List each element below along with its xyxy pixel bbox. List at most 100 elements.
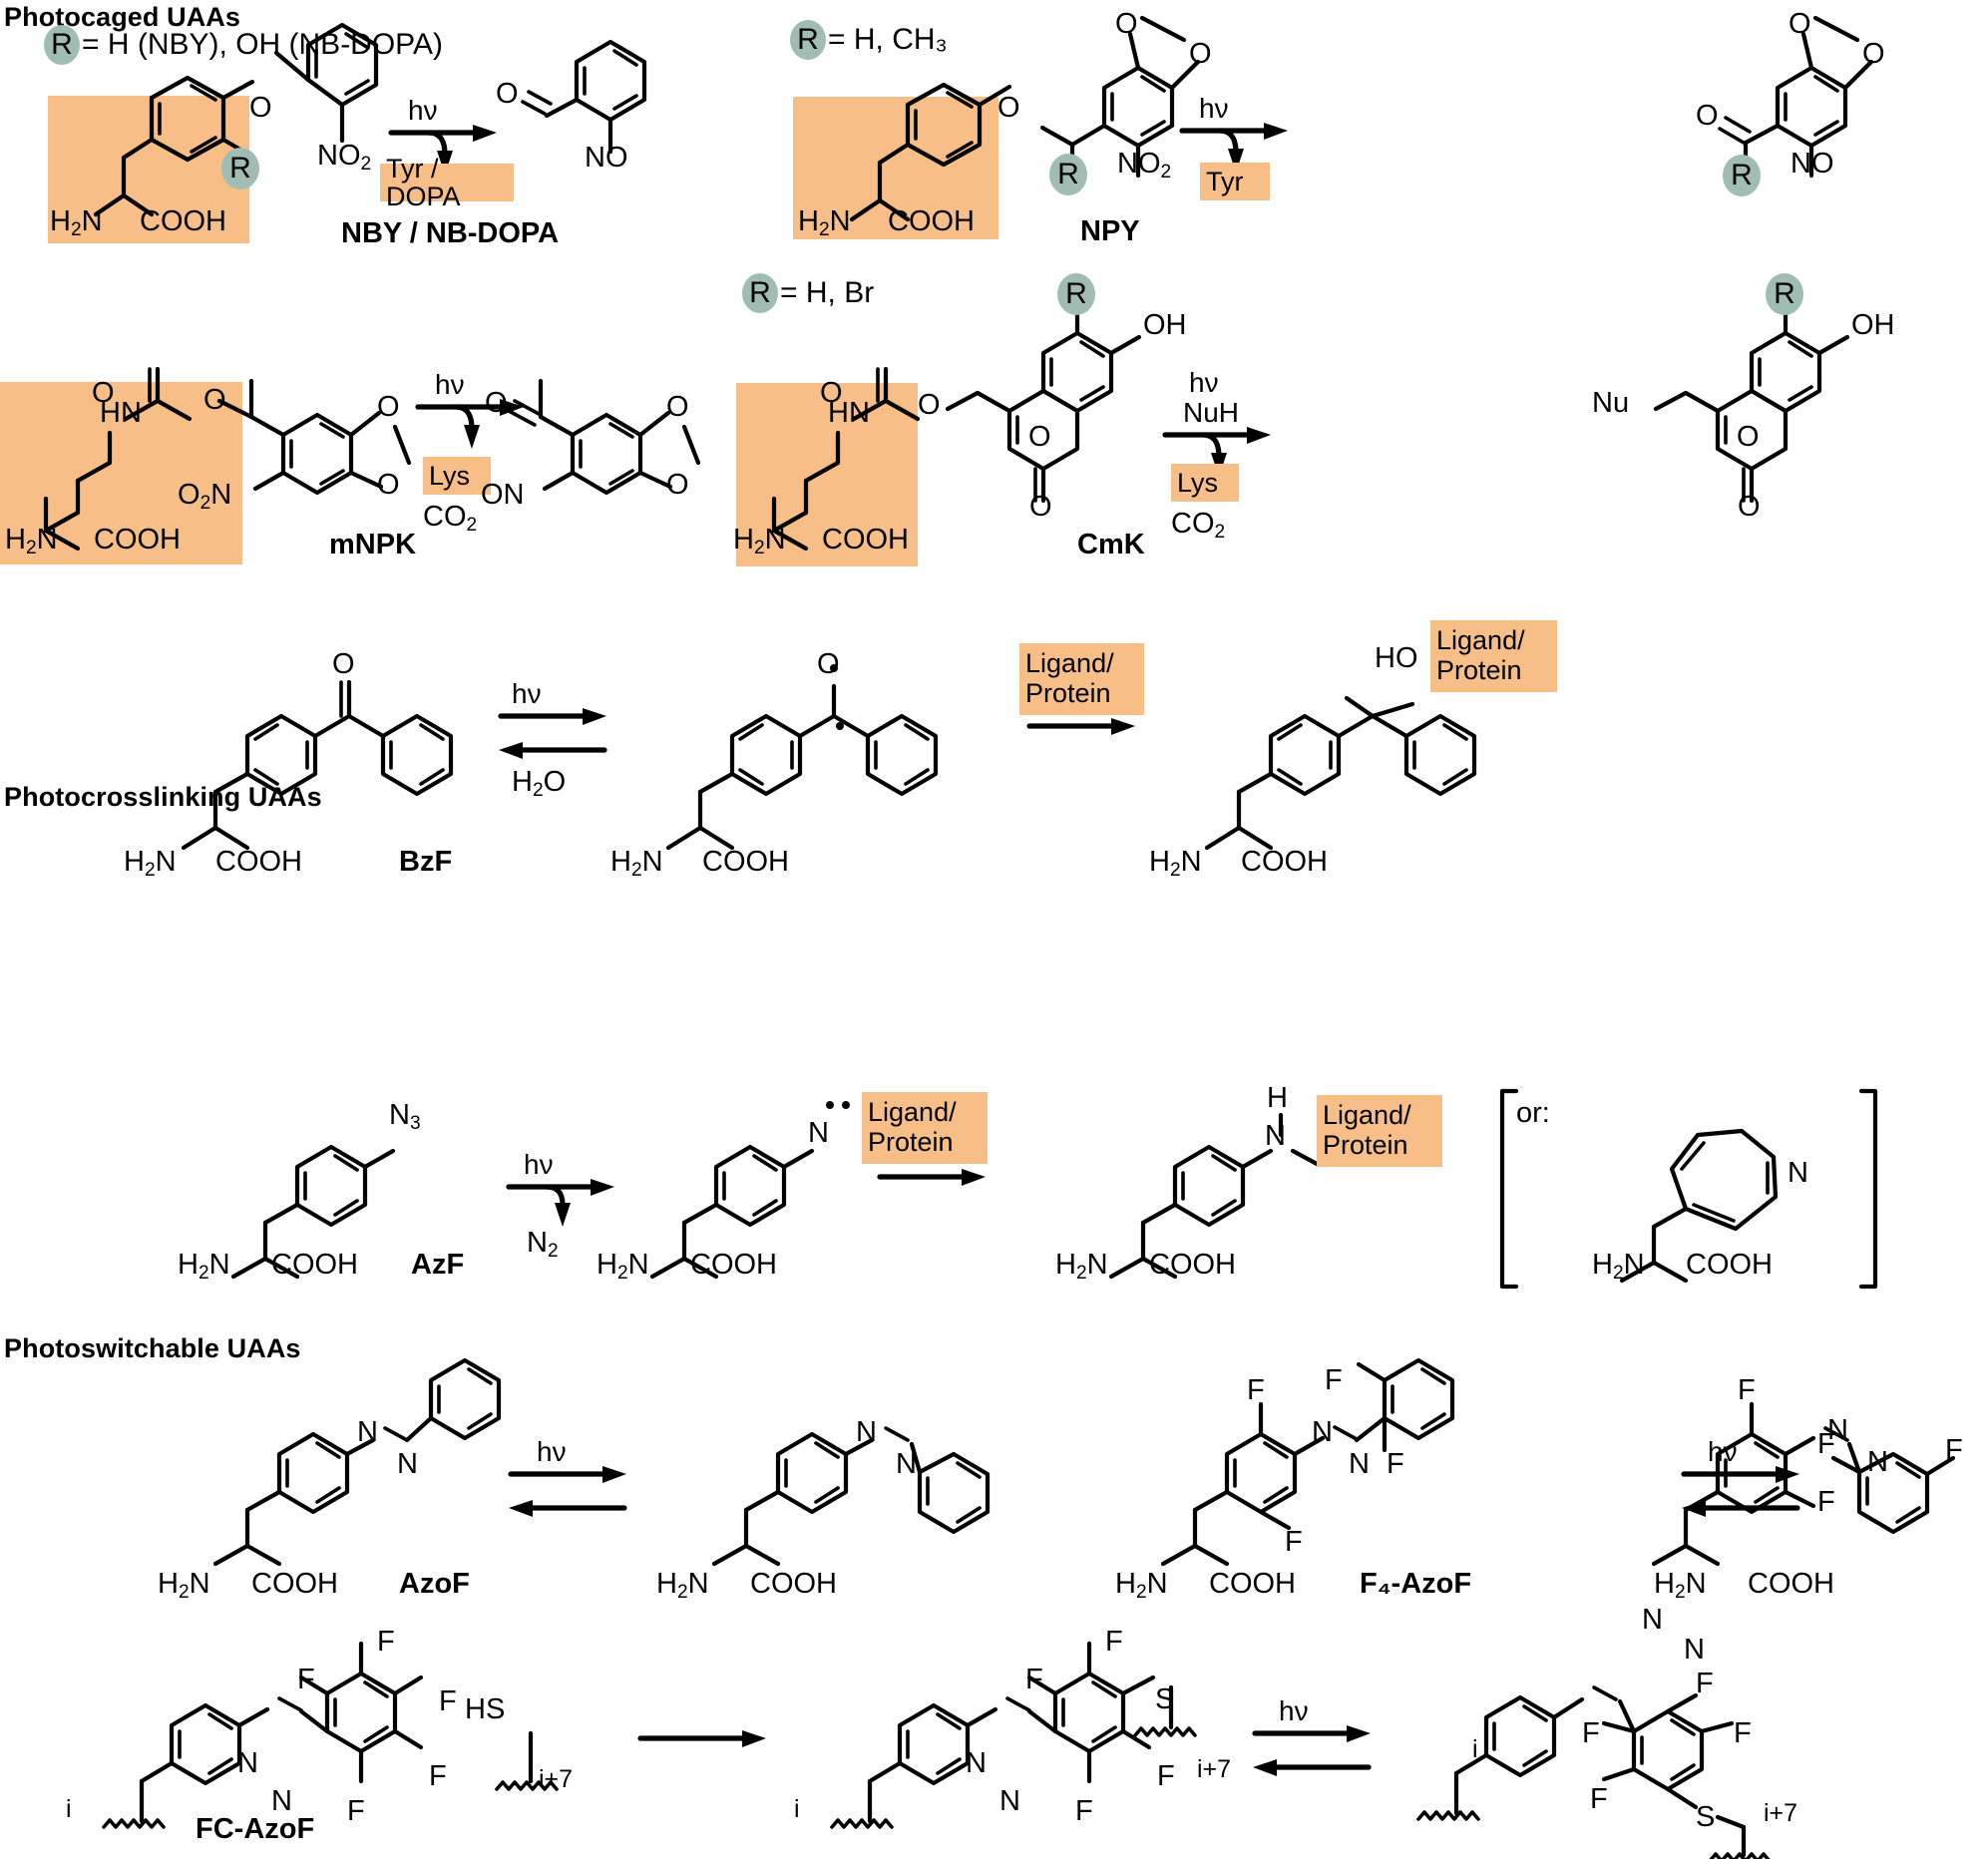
- compound-name-fcazof: FC-AzoF: [196, 1813, 315, 1845]
- highlight-mnpk-aa: [0, 382, 242, 564]
- structure-nby-nitrobenzyl: [273, 22, 379, 144]
- label-thiol-HS: HS: [465, 1693, 506, 1725]
- r-badge-npy-product: R: [1723, 155, 1761, 196]
- section-title-photoswitchable: Photoswitchable UAAs: [4, 1333, 301, 1363]
- label-azf-alt-or: or:: [1516, 1097, 1550, 1129]
- structure-bzf-product-tail: [1204, 825, 1274, 851]
- structure-f4azof: [1160, 1357, 1455, 1567]
- compound-name-azof: AzoF: [399, 1568, 470, 1600]
- product-tag-bzf: Ligand/ Protein: [1430, 620, 1557, 692]
- label-azf-nitrene-amine: H2N: [596, 1249, 649, 1284]
- label-azf-azide: N3: [389, 1099, 421, 1134]
- label-f4azof-cis-amine: H2N: [1654, 1568, 1707, 1603]
- reaction-arrow-azof: [508, 1466, 627, 1517]
- label-npy-product-O1: O: [1789, 8, 1811, 40]
- label-cmk-product-Nu: Nu: [1592, 387, 1630, 419]
- label-npy-cooh: COOH: [888, 205, 975, 237]
- label-bzf-product-HO: HO: [1375, 642, 1418, 674]
- label-cmk-lactone-O: O: [1029, 491, 1052, 523]
- reaction-arrow-azf-2: [877, 1169, 986, 1186]
- label-fcazof-xl-N1: N: [966, 1747, 987, 1779]
- structure-f4azof-cis: [1651, 1401, 1956, 1567]
- arrow-label-hv-npy: hν: [1199, 93, 1229, 124]
- label-fcazof-cis-F-a: F: [1696, 1668, 1714, 1699]
- compound-name-mnpk: mNPK: [329, 529, 417, 560]
- label-azof-cis-amine: H2N: [656, 1568, 709, 1603]
- label-mnpk-product-O2: O: [666, 469, 689, 501]
- label-bzf-radical-O: O: [817, 648, 840, 680]
- r-badge-nby: R: [44, 25, 80, 65]
- label-fcazof-cis-N1: N: [1642, 1604, 1663, 1636]
- r-badge-cmk-structure: R: [1057, 273, 1095, 315]
- label-fcazof-F-b: F: [377, 1626, 395, 1658]
- label-f4azof-F3: F: [1325, 1364, 1343, 1396]
- label-fcazof-F-a: F: [297, 1664, 315, 1695]
- structure-mnpk-product: [507, 378, 701, 496]
- byproduct-mnpk: CO2: [423, 501, 478, 536]
- label-bzf-product-amine: H2N: [1149, 846, 1202, 881]
- r-badge-npy: R: [790, 20, 826, 60]
- label-azf-alt-amine: H2N: [1592, 1249, 1645, 1284]
- label-bzf-product-cooh: COOH: [1241, 846, 1328, 878]
- label-nby-product-O: O: [496, 78, 519, 110]
- arrow-label-hv-azf: hν: [524, 1149, 554, 1180]
- label-npy-dioxole-O1: O: [1115, 8, 1138, 40]
- label-f4azof-cis-F1: F: [1738, 1374, 1756, 1406]
- label-cmk-ester-O: O: [918, 389, 941, 421]
- label-cmk-OH: OH: [1143, 309, 1187, 341]
- label-fcazof-residue-i: i: [66, 1795, 72, 1823]
- structure-mnpk-cage: [216, 378, 412, 496]
- structure-fcazof-cis: [1416, 1685, 1771, 1859]
- arrow-label-hv-cmk: hν: [1189, 367, 1219, 398]
- structure-bzf: [212, 679, 454, 831]
- label-f4azof-cis-F3: F: [1945, 1434, 1963, 1466]
- structure-nby: [93, 75, 255, 217]
- label-npy-product-ketone-O: O: [1696, 100, 1719, 132]
- label-npy-nitro: NO2: [1117, 148, 1172, 183]
- product-tag-mnpk: Lys: [423, 457, 491, 495]
- r-definition-npy: = H, CH₃: [828, 23, 948, 56]
- label-fcazof-N2: N: [271, 1785, 292, 1817]
- label-npy-product-NO: NO: [1790, 148, 1834, 180]
- label-f4azof-N1: N: [1312, 1416, 1333, 1448]
- label-azf-alt-cooh: COOH: [1686, 1249, 1773, 1281]
- structure-mnpk-lysine: [43, 366, 193, 552]
- arrow-label-h2o-bzf: H2O: [512, 766, 567, 801]
- r-badge-npy-structure: R: [1049, 154, 1087, 195]
- label-fcazof-F-d: F: [429, 1760, 447, 1792]
- reaction-arrow-fcazof-1: [637, 1730, 766, 1747]
- label-azof-cooh: COOH: [251, 1568, 338, 1600]
- reaction-arrow-mnpk: [415, 399, 524, 449]
- label-mnpk-HN: HN: [100, 397, 142, 429]
- arrow-label-nuh-cmk: NuH: [1183, 397, 1240, 428]
- r-badge-nby-structure: R: [221, 148, 259, 189]
- compound-name-bzf: BzF: [399, 846, 453, 878]
- label-azof-N1: N: [357, 1416, 378, 1448]
- r-badge-cmk: R: [742, 273, 778, 313]
- label-f4azof-cis-F4: F: [1817, 1486, 1835, 1518]
- label-f4azof-cis-cooh: COOH: [1748, 1568, 1834, 1600]
- compound-name-npy: NPY: [1080, 215, 1140, 247]
- structure-bzf-radical: [697, 664, 939, 831]
- label-npy-amine: H2N: [798, 205, 851, 240]
- label-thiol-residue-i7: i+7: [539, 1765, 574, 1793]
- label-nby-nitro: NO2: [317, 140, 372, 175]
- byproduct-cmk: CO2: [1171, 508, 1226, 543]
- label-fcazof-F-e: F: [347, 1795, 365, 1827]
- structure-bzf-product: [1236, 695, 1477, 831]
- reaction-arrow-fcazof-2: [1252, 1725, 1372, 1776]
- label-nby-product-NO: NO: [585, 142, 628, 174]
- r-badge-cmk-product: R: [1766, 273, 1803, 315]
- label-mnpk-cooh: COOH: [94, 524, 181, 556]
- label-fcazof-xl-residue-i: i: [794, 1795, 800, 1823]
- structure-thiol-residue: [495, 1730, 559, 1791]
- label-azof-cis-cooh: COOH: [750, 1568, 837, 1600]
- label-cmk-product-lactone-O: O: [1738, 491, 1761, 523]
- label-azf-nitrene-cooh: COOH: [690, 1249, 777, 1281]
- label-mnpk-O: O: [92, 377, 115, 409]
- label-cmk-cooh: COOH: [822, 524, 909, 556]
- intermediate-tag-bzf: Ligand/ Protein: [1019, 643, 1144, 715]
- arrow-label-hv-azof: hν: [537, 1436, 567, 1467]
- label-f4azof-amine: H2N: [1115, 1568, 1168, 1603]
- label-fcazof-cis-F-d: F: [1590, 1783, 1608, 1815]
